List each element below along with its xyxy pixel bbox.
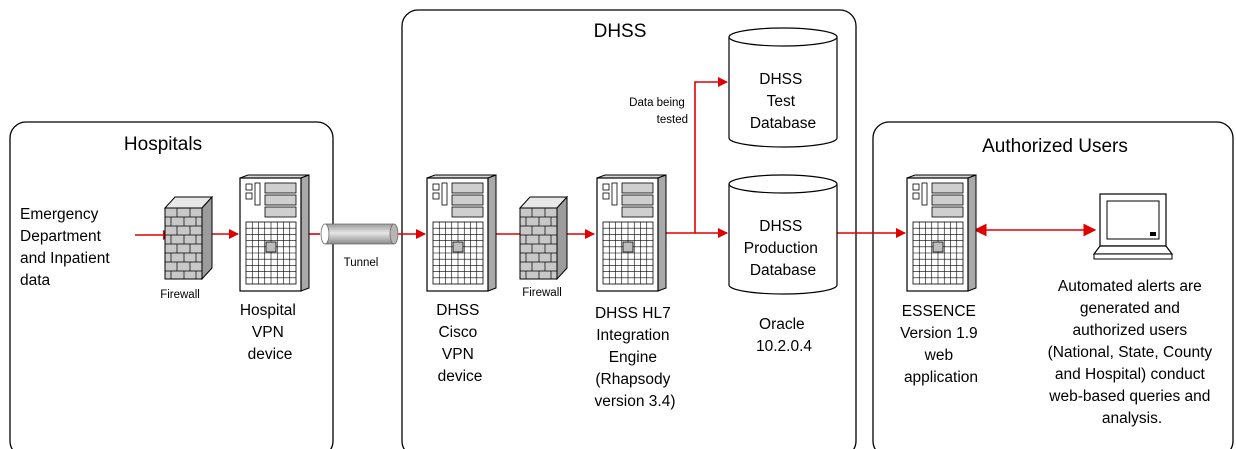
oracle-version-label: Oracle 10.2.0.4 (756, 316, 812, 355)
hospital-vpn-label: Hospital VPN device (240, 302, 300, 363)
server-tower-icon (239, 174, 310, 292)
tunnel: Tunnel (320, 223, 399, 269)
test-database-label: DHSS Test Database (750, 71, 816, 132)
source-data-label: Emergency Department and Inpatient data (20, 206, 114, 289)
authorized-users-description: Automated alerts are generated and autho… (1048, 278, 1217, 427)
hospital-firewall (163, 195, 214, 281)
brick-wall-icon (518, 195, 569, 281)
brick-wall-icon (163, 195, 214, 281)
flow-integration-to-test-db (694, 77, 728, 233)
server-tower-icon (906, 174, 977, 292)
dhss-firewall-label: Firewall (522, 287, 562, 299)
production-database-label: DHSS Production Database (744, 218, 822, 279)
dhss-cisco-vpn-label: DHSS Cisco VPN device (436, 302, 483, 385)
production-database: DHSS Production Database (728, 174, 838, 295)
data-being-tested-label: Data being tested (629, 97, 688, 126)
integration-engine-server (596, 174, 667, 292)
user-laptop (1092, 193, 1174, 260)
test-database: DHSS Test Database (728, 27, 838, 148)
essence-server (906, 174, 977, 292)
hospital-firewall-label: Firewall (160, 289, 200, 301)
database-cylinder-icon (728, 27, 838, 148)
essence-label: ESSENCE Version 1.9 web application (900, 303, 982, 386)
server-tower-icon (426, 174, 497, 292)
laptop-icon (1092, 193, 1174, 260)
authorized-users-panel-title: Authorized Users (982, 136, 1128, 157)
dhss-firewall (518, 195, 569, 281)
hospital-vpn-server (239, 174, 310, 292)
database-cylinder-icon (728, 174, 838, 295)
tunnel-label: Tunnel (344, 257, 379, 269)
tunnel-pipe-icon (320, 223, 399, 245)
integration-engine-label: DHSS HL7 Integration Engine (Rhapsody ve… (595, 305, 676, 410)
hospitals-panel-title: Hospitals (124, 134, 202, 155)
dhss-cisco-vpn-server (426, 174, 497, 292)
server-tower-icon (596, 174, 667, 292)
dhss-panel-title: DHSS (594, 21, 647, 42)
